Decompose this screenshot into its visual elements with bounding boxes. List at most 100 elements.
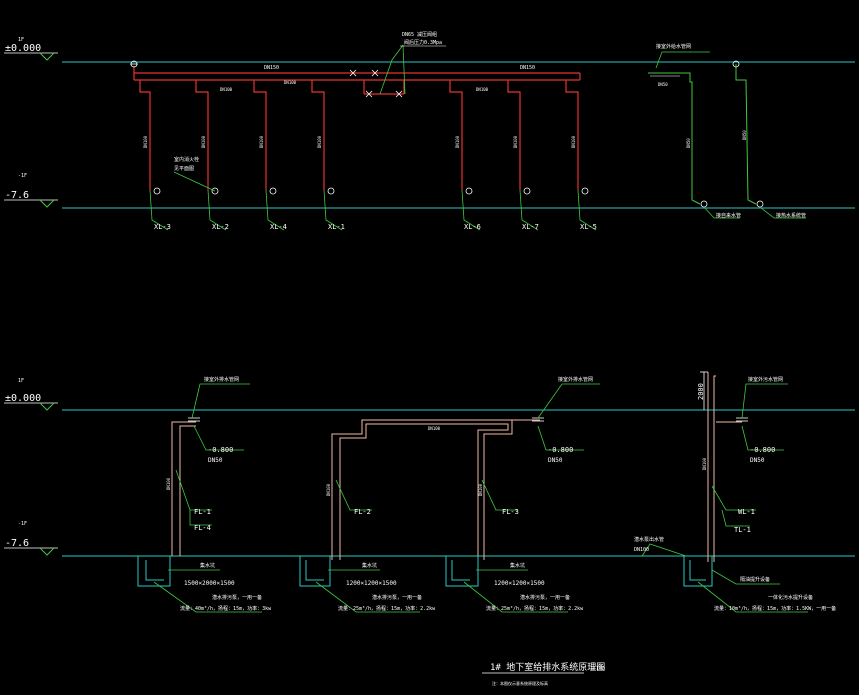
svg-text:2000: 2000 [697,383,705,400]
svg-text:DN100: DN100 [317,135,322,148]
right-supply-pipes [648,51,806,219]
pit-name: 集水坑 [200,562,215,569]
pit-leaders [153,543,808,613]
vertical-pipe-size: DN100 [326,483,331,496]
vertical-pipe-size: DN100 [166,477,171,490]
riser-label: XL-1 [328,223,345,231]
drain-note: 接室外污水管网 [748,376,783,383]
main-pipe-size: DN150 [264,65,279,71]
right-pipe-size: DN50 [686,138,691,148]
drain-note: 接室外排水管网 [204,376,239,383]
elevation-label: -0.800 [208,446,233,454]
drainage-system-diagram: 1F ±0.000 -1F -7.6 [4,371,855,613]
riser-label: XL-5 [580,223,597,231]
branch-pipe-size: DN100 [476,87,489,92]
level-triangle [39,402,55,411]
drain-riser-label: FL-3 [502,508,519,516]
branch-pipe-size: DN100 [220,87,233,92]
pit-size: 1200×1200×1500 [494,580,545,587]
drawing-scale: 1:100 [590,666,605,672]
svg-text:DN100: DN100 [143,135,148,148]
level-label-76: -7.6 [5,538,29,549]
svg-text:DN65 减压阀组: DN65 减压阀组 [402,31,437,38]
riser-label: XL-2 [212,223,229,231]
riser-leaders [149,189,597,231]
valve-note: DN65 减压阀组 阀后压力0.3Mpa [379,31,446,95]
drain-note-leaders [191,383,788,451]
vertical-pipe-size: DN100 [478,483,483,496]
pipe-size-label: DN50 [750,457,765,464]
pit-name: 集水坑 [362,562,377,569]
svg-text:DN100: DN100 [259,135,264,148]
elevation-label: -0.800 [750,446,775,454]
level-triangle [39,547,55,556]
vertical-pipe-size: DN100 [702,457,707,470]
pipe-size-label: DN50 [208,457,223,464]
svg-text:DN100: DN100 [513,135,518,148]
svg-text:见平面图: 见平面图 [174,166,194,172]
supply-main-pipe [133,66,581,190]
right-out-label: 接自来水管 [716,212,741,219]
svg-text:DN100: DN100 [455,135,460,148]
riser-size-labels: DN100 DN100 DN100 DN100 DN100 DN100 DN10… [143,135,576,148]
pump-spec: 流量：40m³/h，扬程：15m，功率：3kw [180,605,272,612]
valve-group [130,60,403,98]
level-label-0000: ±0.000 [5,43,41,54]
sub-pipe-size: DN100 [284,80,297,85]
pump-spec: 潜水排污泵，一用一备 [212,594,262,601]
floor-marker: 1F [18,37,24,43]
main-pipe-size-right: DN150 [520,65,535,71]
svg-text:DN100: DN100 [201,135,206,148]
pump-spec: 潜水排污泵，一用一备 [372,594,422,601]
level-label-76: -7.6 [5,190,29,201]
pump-spec: 潜水排污泵，一用一备 [520,594,570,601]
floor-marker: 1F [18,378,24,384]
hydrant-note: 室内消火栓 见平面图 [173,156,216,192]
hydrant-symbols [153,187,589,195]
pit-size: 1200×1200×1500 [346,580,397,587]
drain-riser-label: TL-1 [734,526,751,534]
pump-spec: 一体化污水提升设备 [768,594,813,601]
pit-name: 集水坑 [510,562,525,569]
drain-riser-leaders [175,469,756,527]
pipe-size-label: DN50 [548,457,563,464]
floor-marker-lower: -1F [18,521,27,527]
supply-system-diagram: 1F ±0.000 -1F -7.6 [4,31,855,231]
svg-text:DN100: DN100 [571,135,576,148]
level-triangle [39,52,55,61]
pit-note: 隔油提升设备 [740,576,770,583]
pit-note: 潜水泵出水管 [634,536,664,543]
pump-spec: 流量：25m³/h，扬程：15m，功率：2.2kw [338,605,436,612]
elevation-label: -0.800 [548,446,573,454]
drain-riser-label: FL-4 [194,524,211,532]
drain-pipes [171,372,742,562]
drawing-title: 1# 地下室给排水系统原理图 [490,661,605,673]
drawing-title-block: 1# 地下室给排水系统原理图 1:100 注：本图仅示意系统原理及标高 [482,661,605,686]
riser-label: XL-4 [270,223,287,231]
drain-note: 接室外排水管网 [558,376,593,383]
riser-labels: XL-3 XL-2 XL-4 XL-1 XL-6 XL-7 XL-5 [154,223,597,231]
sump-pits [137,556,713,587]
right-pipe-size: DN50 [658,82,668,87]
drain-riser-label: WL-1 [738,508,755,516]
drain-riser-label: FL-2 [354,508,371,516]
riser-label: XL-7 [522,223,539,231]
riser-label: XL-6 [464,223,481,231]
pit-note: DN100 [634,547,649,553]
pump-spec: 流量：25m³/h，扬程：15m，功率：2.2kw [486,605,584,612]
svg-text:室内消火栓: 室内消火栓 [174,156,199,163]
dimension-2000: 2000 [697,371,708,410]
pump-spec: 流量：10m³/h，扬程：15m，功率：1.5KW，一用一备 [714,605,836,612]
right-out-label: 接热水系统管 [776,212,806,219]
right-pipe-size: DN50 [742,130,747,140]
horizontal-pipe-size: DN100 [428,426,441,431]
level-label-0000: ±0.000 [5,393,41,404]
svg-text:阀后压力0.3Mpa: 阀后压力0.3Mpa [404,39,442,46]
riser-label: XL-3 [154,223,171,231]
drain-riser-label: FL-1 [194,508,211,516]
right-top-note: 接室外给水管网 [656,43,691,50]
pit-size: 1500×2000×1500 [184,580,235,587]
drawing-note: 注：本图仅示意系统原理及标高 [492,680,548,686]
floor-marker-lower: -1F [18,173,27,179]
level-triangle [39,199,55,208]
